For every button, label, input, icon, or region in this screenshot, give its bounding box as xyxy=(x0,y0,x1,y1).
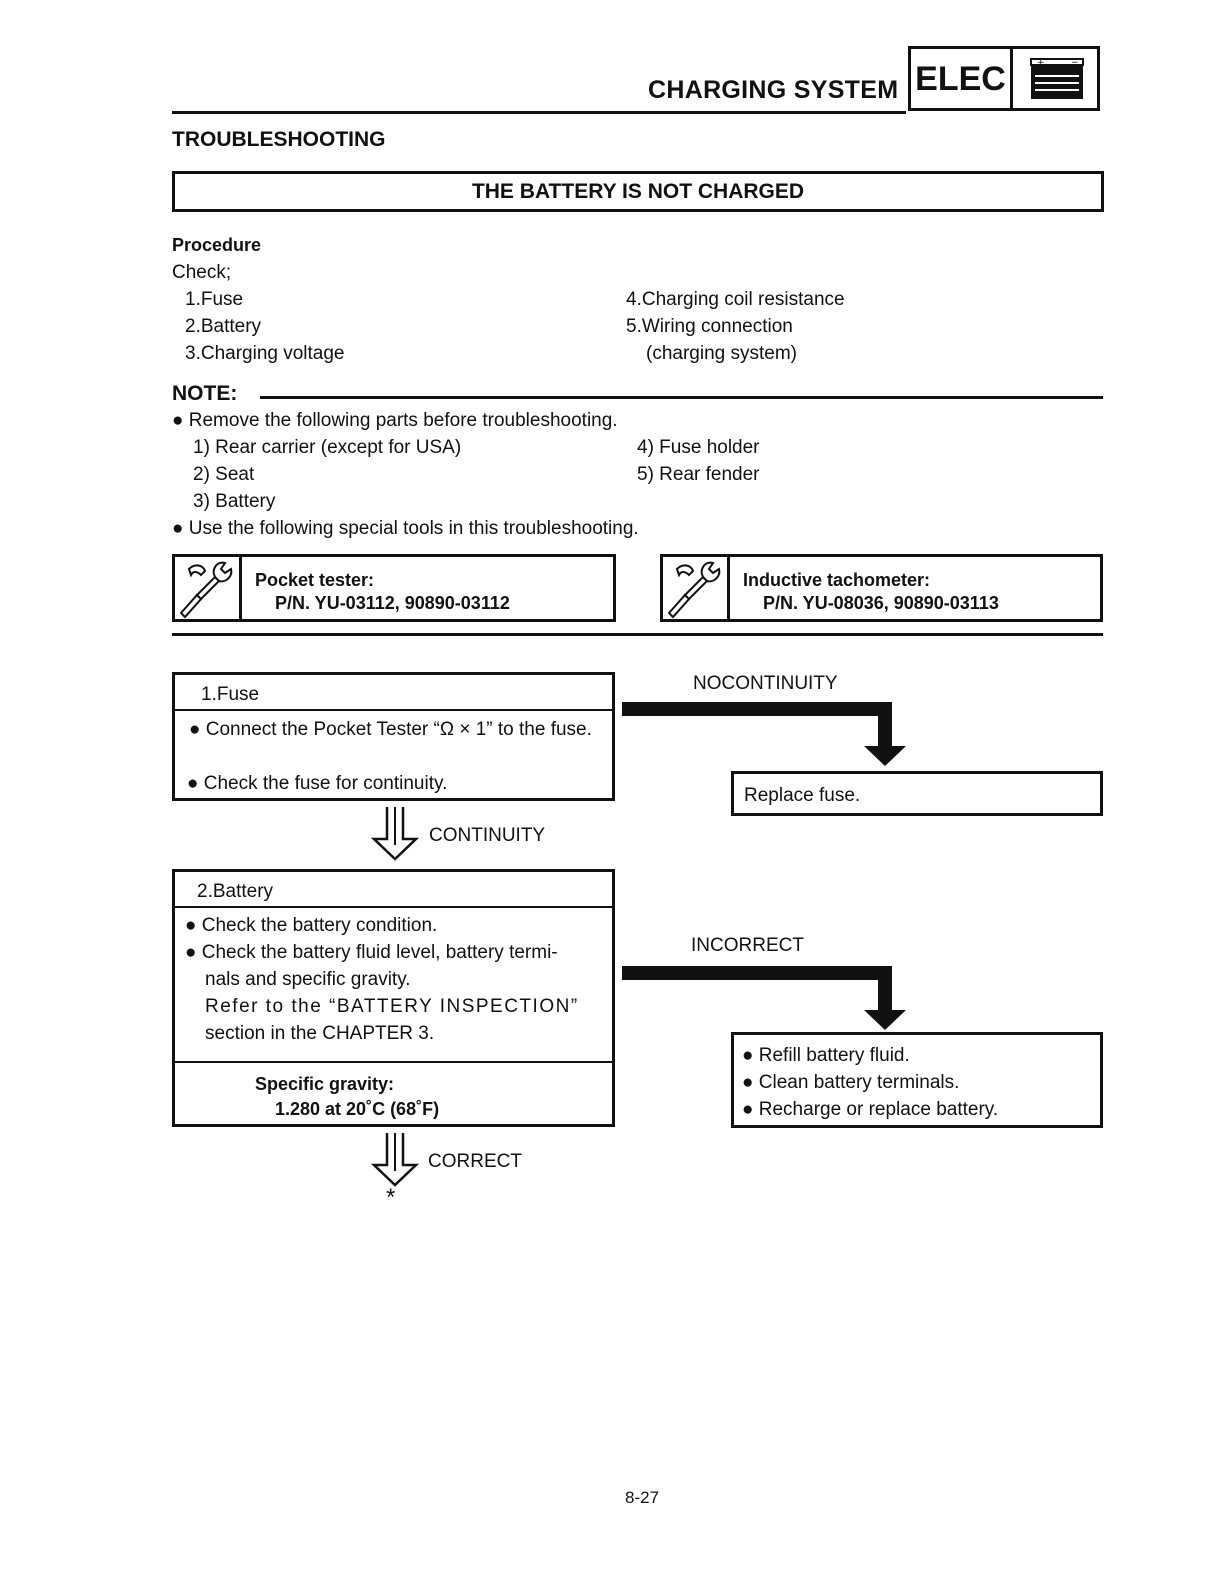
note-rule xyxy=(260,396,1103,399)
svg-text:+: + xyxy=(1037,58,1045,68)
pass-label: CONTINUITY xyxy=(429,825,546,846)
flow-bullet: ● Check the battery condition. xyxy=(185,915,438,936)
tool-name: Pocket tester: xyxy=(255,570,375,590)
action-bullet: ● Recharge or replace battery. xyxy=(742,1099,999,1120)
removal-part: 4) Fuse holder xyxy=(637,437,760,458)
battery-icon: + − xyxy=(1010,46,1100,111)
flow-step-title: 1.Fuse xyxy=(201,684,260,705)
action-text: Clean battery terminals. xyxy=(758,1072,960,1093)
header-rule xyxy=(172,111,906,114)
spec-divider xyxy=(175,1061,612,1063)
down-arrow-icon xyxy=(370,807,420,861)
problem-banner: THE BATTERY IS NOT CHARGED xyxy=(172,171,1104,212)
flow-bullet-cont: Refer to the “BATTERY INSPECTION” xyxy=(205,996,579,1017)
svg-text:−: − xyxy=(1071,58,1079,68)
action-text: Refill battery fluid. xyxy=(758,1045,910,1066)
page-header-title: CHARGING SYSTEM xyxy=(648,76,899,104)
section-rule xyxy=(172,633,1103,636)
section-title: TROUBLESHOOTING xyxy=(172,128,386,151)
flow-bullet-text: Check the fuse for continuity. xyxy=(203,773,448,794)
tool-name: Inductive tachometer: xyxy=(743,570,931,590)
removal-part: 3) Battery xyxy=(193,491,276,512)
note-bullet-text: Use the following special tools in this … xyxy=(188,518,639,539)
flow-step-fuse: 1.Fuse ● Connect the Pocket Tester “Ω × … xyxy=(172,672,615,801)
flow-bullet-cont: section in the CHAPTER 3. xyxy=(205,1023,435,1044)
action-text: Recharge or replace battery. xyxy=(758,1099,999,1120)
tool-part-number: P/N. YU-03112, 90890-03112 xyxy=(275,593,510,613)
removal-part: 5) Rear fender xyxy=(637,464,760,485)
action-box-battery: ● Refill battery fluid. ● Clean battery … xyxy=(731,1032,1103,1128)
page-number: 8-27 xyxy=(625,1488,660,1507)
tool-box-inductive-tachometer: Inductive tachometer: P/N. YU-08036, 908… xyxy=(660,554,1103,622)
action-text: Replace fuse. xyxy=(744,785,861,806)
flow-step-title: 2.Battery xyxy=(197,881,274,902)
flow-bullet: ● Connect the Pocket Tester “Ω × 1” to t… xyxy=(189,719,592,740)
spec-value: 1.280 at 20˚C (68˚F) xyxy=(275,1099,440,1119)
fail-label: INCORRECT xyxy=(691,935,804,956)
tool-part-number: P/N. YU-08036, 90890-03113 xyxy=(763,593,999,613)
procedure-item: 1.Fuse xyxy=(185,289,244,310)
flow-bullet-text: Connect the Pocket Tester “Ω × 1” to the… xyxy=(205,719,592,740)
removal-part: 2) Seat xyxy=(193,464,255,485)
down-arrow-icon xyxy=(370,1133,420,1187)
removal-part: 1) Rear carrier (except for USA) xyxy=(193,437,462,458)
tool-box-pocket-tester: Pocket tester: P/N. YU-03112, 90890-0311… xyxy=(172,554,616,622)
flow-bullet: ● Check the fuse for continuity. xyxy=(187,773,448,794)
procedure-item: 2.Battery xyxy=(185,316,262,337)
procedure-item-note: (charging system) xyxy=(646,343,797,364)
pass-label: CORRECT xyxy=(428,1151,522,1172)
action-bullet: ● Clean battery terminals. xyxy=(742,1072,960,1093)
procedure-title: Procedure xyxy=(172,235,262,255)
flow-bullet-cont: nals and specific gravity. xyxy=(205,969,411,990)
wrench-icon xyxy=(175,557,242,619)
procedure-item: 4.Charging coil resistance xyxy=(626,289,845,310)
procedure-intro: Check; xyxy=(172,262,232,283)
flow-bullet-text: Check the battery condition. xyxy=(201,915,438,936)
flow-bullet-text: Check the battery fluid level, battery t… xyxy=(201,942,558,963)
note-label: NOTE: xyxy=(172,382,238,405)
spec-label: Specific gravity: xyxy=(255,1074,395,1094)
action-box-replace-fuse: Replace fuse. xyxy=(731,771,1103,816)
procedure-item: 3.Charging voltage xyxy=(185,343,345,364)
note-bullet: ● Use the following special tools in thi… xyxy=(172,518,639,539)
wrench-icon xyxy=(663,557,730,619)
section-badge: ELEC xyxy=(908,46,1010,111)
note-bullet-text: Remove the following parts before troubl… xyxy=(188,410,618,431)
procedure-item: 5.Wiring connection xyxy=(626,316,793,337)
note-bullet: ● Remove the following parts before trou… xyxy=(172,410,618,431)
branch-arrow xyxy=(622,966,906,1030)
fail-label: NOCONTINUITY xyxy=(693,673,838,694)
continue-mark: * xyxy=(386,1184,396,1211)
flow-step-battery: 2.Battery ● Check the battery condition.… xyxy=(172,869,615,1127)
branch-arrow xyxy=(622,702,906,766)
action-bullet: ● Refill battery fluid. xyxy=(742,1045,910,1066)
flow-bullet: ● Check the battery fluid level, battery… xyxy=(185,942,558,963)
